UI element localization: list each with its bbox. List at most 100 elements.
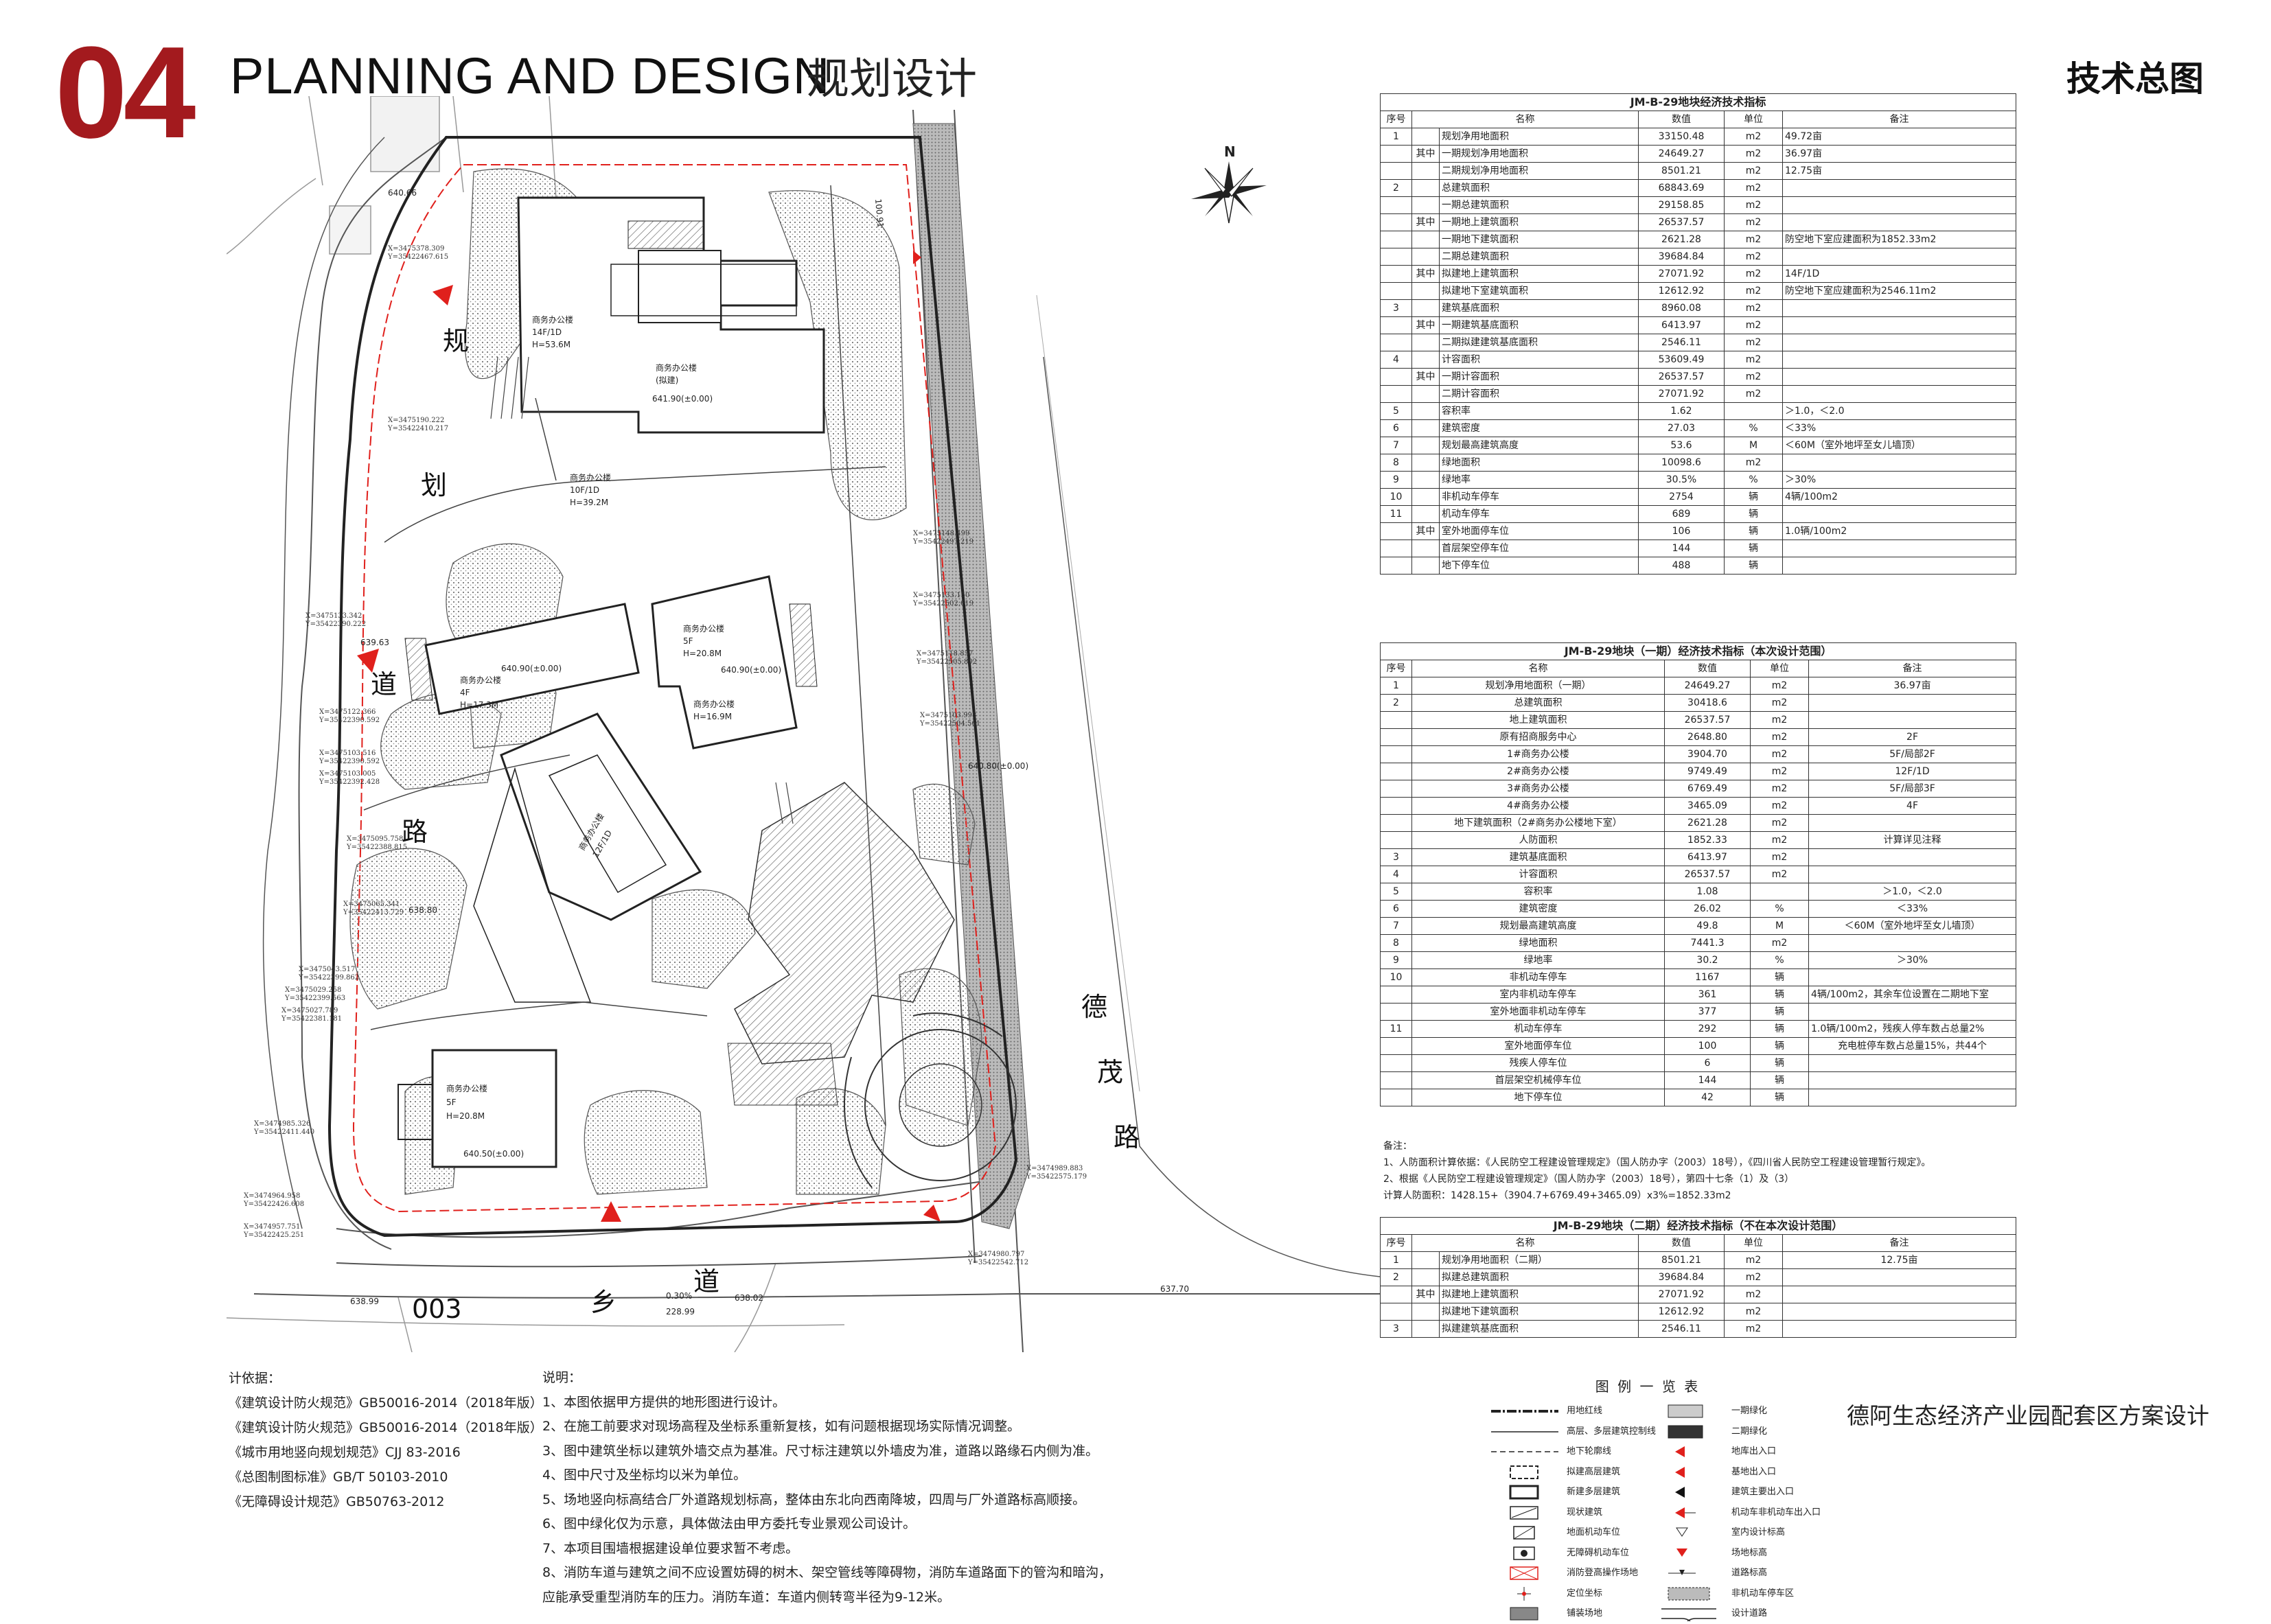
table-cell: m2 [1724,196,1783,214]
table-cell: 室外地面非机动车停车 [1411,1003,1665,1021]
legend-symbol-icon [1668,1587,1710,1600]
table-cell [1411,231,1440,248]
coord-x-11: X=3475027.789 [281,1007,338,1014]
table-cell: 机动车停车 [1439,505,1639,523]
bldg-h-3: H=20.8M [683,649,722,658]
bldg-label-7: 商务办公楼 [656,362,697,373]
legend-label: 消防登高操作场地 [1567,1568,1639,1578]
table-cell: 361 [1664,986,1751,1004]
table-cell [1411,540,1440,557]
table-cell [1380,1286,1412,1303]
bldg-info-5: 5F [446,1098,457,1107]
expl-line: 5、场地竖向标高结合厂外道路规划标高，整体由东北向西南降坡，四周与厂外道路标高顺… [542,1492,1086,1507]
table-b-header: 数值 [1664,660,1751,677]
table-cell: 3 [1380,1320,1412,1338]
table-cell: 2546.11 [1638,334,1725,351]
road-west-char-1: 规 [443,326,469,356]
table-cell: 30.5% [1638,471,1725,489]
table-cell: 1#商务办公楼 [1411,745,1665,763]
table-cell [1782,368,2017,386]
table-cell: 2F [1808,728,2017,746]
table-cell [1782,557,2017,575]
table-cell [1782,1286,2016,1303]
road-east-char-1: 德 [1081,992,1107,1022]
table-cell: 室外地面停车位 [1439,522,1639,540]
table-cell [1782,213,2017,231]
dim-slope: 0.30% [666,1291,692,1301]
table-cell: 11 [1380,1020,1412,1038]
dim-length: 228.99 [666,1307,695,1316]
table-cell: m2 [1724,231,1783,248]
table-cell: 24649.27 [1664,677,1751,695]
table-cell: 二期总建筑面积 [1439,248,1639,266]
table-cell [1808,711,2017,729]
table-cell: 室外地面停车位 [1411,1037,1665,1055]
table-cell: ＜33% [1782,419,2017,437]
expl-line: 2、在施工前要求对现场高程及坐标系重新复核，如有问题根据现场实际情况调整。 [542,1419,1021,1434]
legend-label: 无障碍机动车位 [1567,1547,1630,1558]
legend-item: 室内设计标高 [1655,1522,1826,1543]
legend-item: 设计道路 [1655,1603,1826,1624]
coord-x-2: X=3475190.222 [388,417,444,424]
table-cell [1380,231,1412,248]
table-cell: m2 [1724,351,1783,369]
table-cell: 建筑密度 [1439,419,1639,437]
table-cell: 26537.57 [1638,368,1725,386]
building-4f-west [404,603,640,715]
table-cell: 地下停车位 [1439,557,1639,575]
coord-x-6: X=3475103.005 [319,770,376,778]
table-cell: 1.0辆/100m2，残疾人停车数占总量2% [1808,1020,2017,1038]
bldg-label-6: 商务办公楼 [570,472,611,483]
table-cell: 12612.92 [1638,282,1725,300]
north-label: N [1224,143,1236,160]
coord-y-10: Y=35422399.563 [284,995,345,1002]
table-cell [1380,780,1412,798]
table-cell [1808,968,2017,986]
table-cell [1782,248,2017,266]
table-cell: 规划净用地面积 [1439,128,1639,146]
legend-item: 一期绿化 [1655,1401,1826,1422]
table-cell: 机动车停车 [1411,1020,1665,1038]
table-cell [1782,179,2017,197]
legend-label: 用地红线 [1567,1406,1603,1416]
legend-item: 用地红线 [1490,1401,1648,1422]
table-cell [1782,316,2017,334]
bldg-info-1: 14F/1D [532,327,562,337]
table-cell: 地上建筑面积 [1411,711,1665,729]
road-south-char-1: 乡 [590,1287,616,1317]
legend-item: 消防登高操作场地 [1490,1563,1648,1584]
table-cell: 144 [1664,1071,1751,1089]
table-cell [1411,282,1440,300]
legend-item: 机动车非机动车出入口 [1655,1503,1826,1523]
coord-y-1: Y=35422467.615 [387,253,448,261]
road-south-code: 003 [412,1294,462,1324]
parking [490,356,794,824]
coord-x-1: X=3475378.309 [388,245,444,253]
table-cell: 33150.48 [1638,128,1725,146]
table-cell: 2546.11 [1638,1320,1725,1338]
table-c-header: 名称 [1411,1234,1639,1252]
coord-x-15: X=3475148.499 [913,530,969,537]
table-cell: 室内非机动车停车 [1411,986,1665,1004]
table-cell: 4#商务办公楼 [1411,797,1665,815]
table-cell: 42 [1664,1089,1751,1106]
table-cell: 防空地下室应建面积为1852.33m2 [1782,231,2017,248]
table-cell: 7441.3 [1664,934,1751,952]
legend-item: 高层、多层建筑控制线 [1490,1422,1656,1442]
building-12f [473,712,702,1003]
legend-symbol-icon [1491,1430,1558,1432]
table-cell: 一期地上建筑面积 [1439,213,1639,231]
table-cell: 总建筑面积 [1439,179,1639,197]
table-cell: 106 [1638,522,1725,540]
coord-x-17: X=3475118.857 [917,650,973,658]
table-cell: 首层架空停车位 [1439,540,1639,557]
table-cell [1380,282,1412,300]
